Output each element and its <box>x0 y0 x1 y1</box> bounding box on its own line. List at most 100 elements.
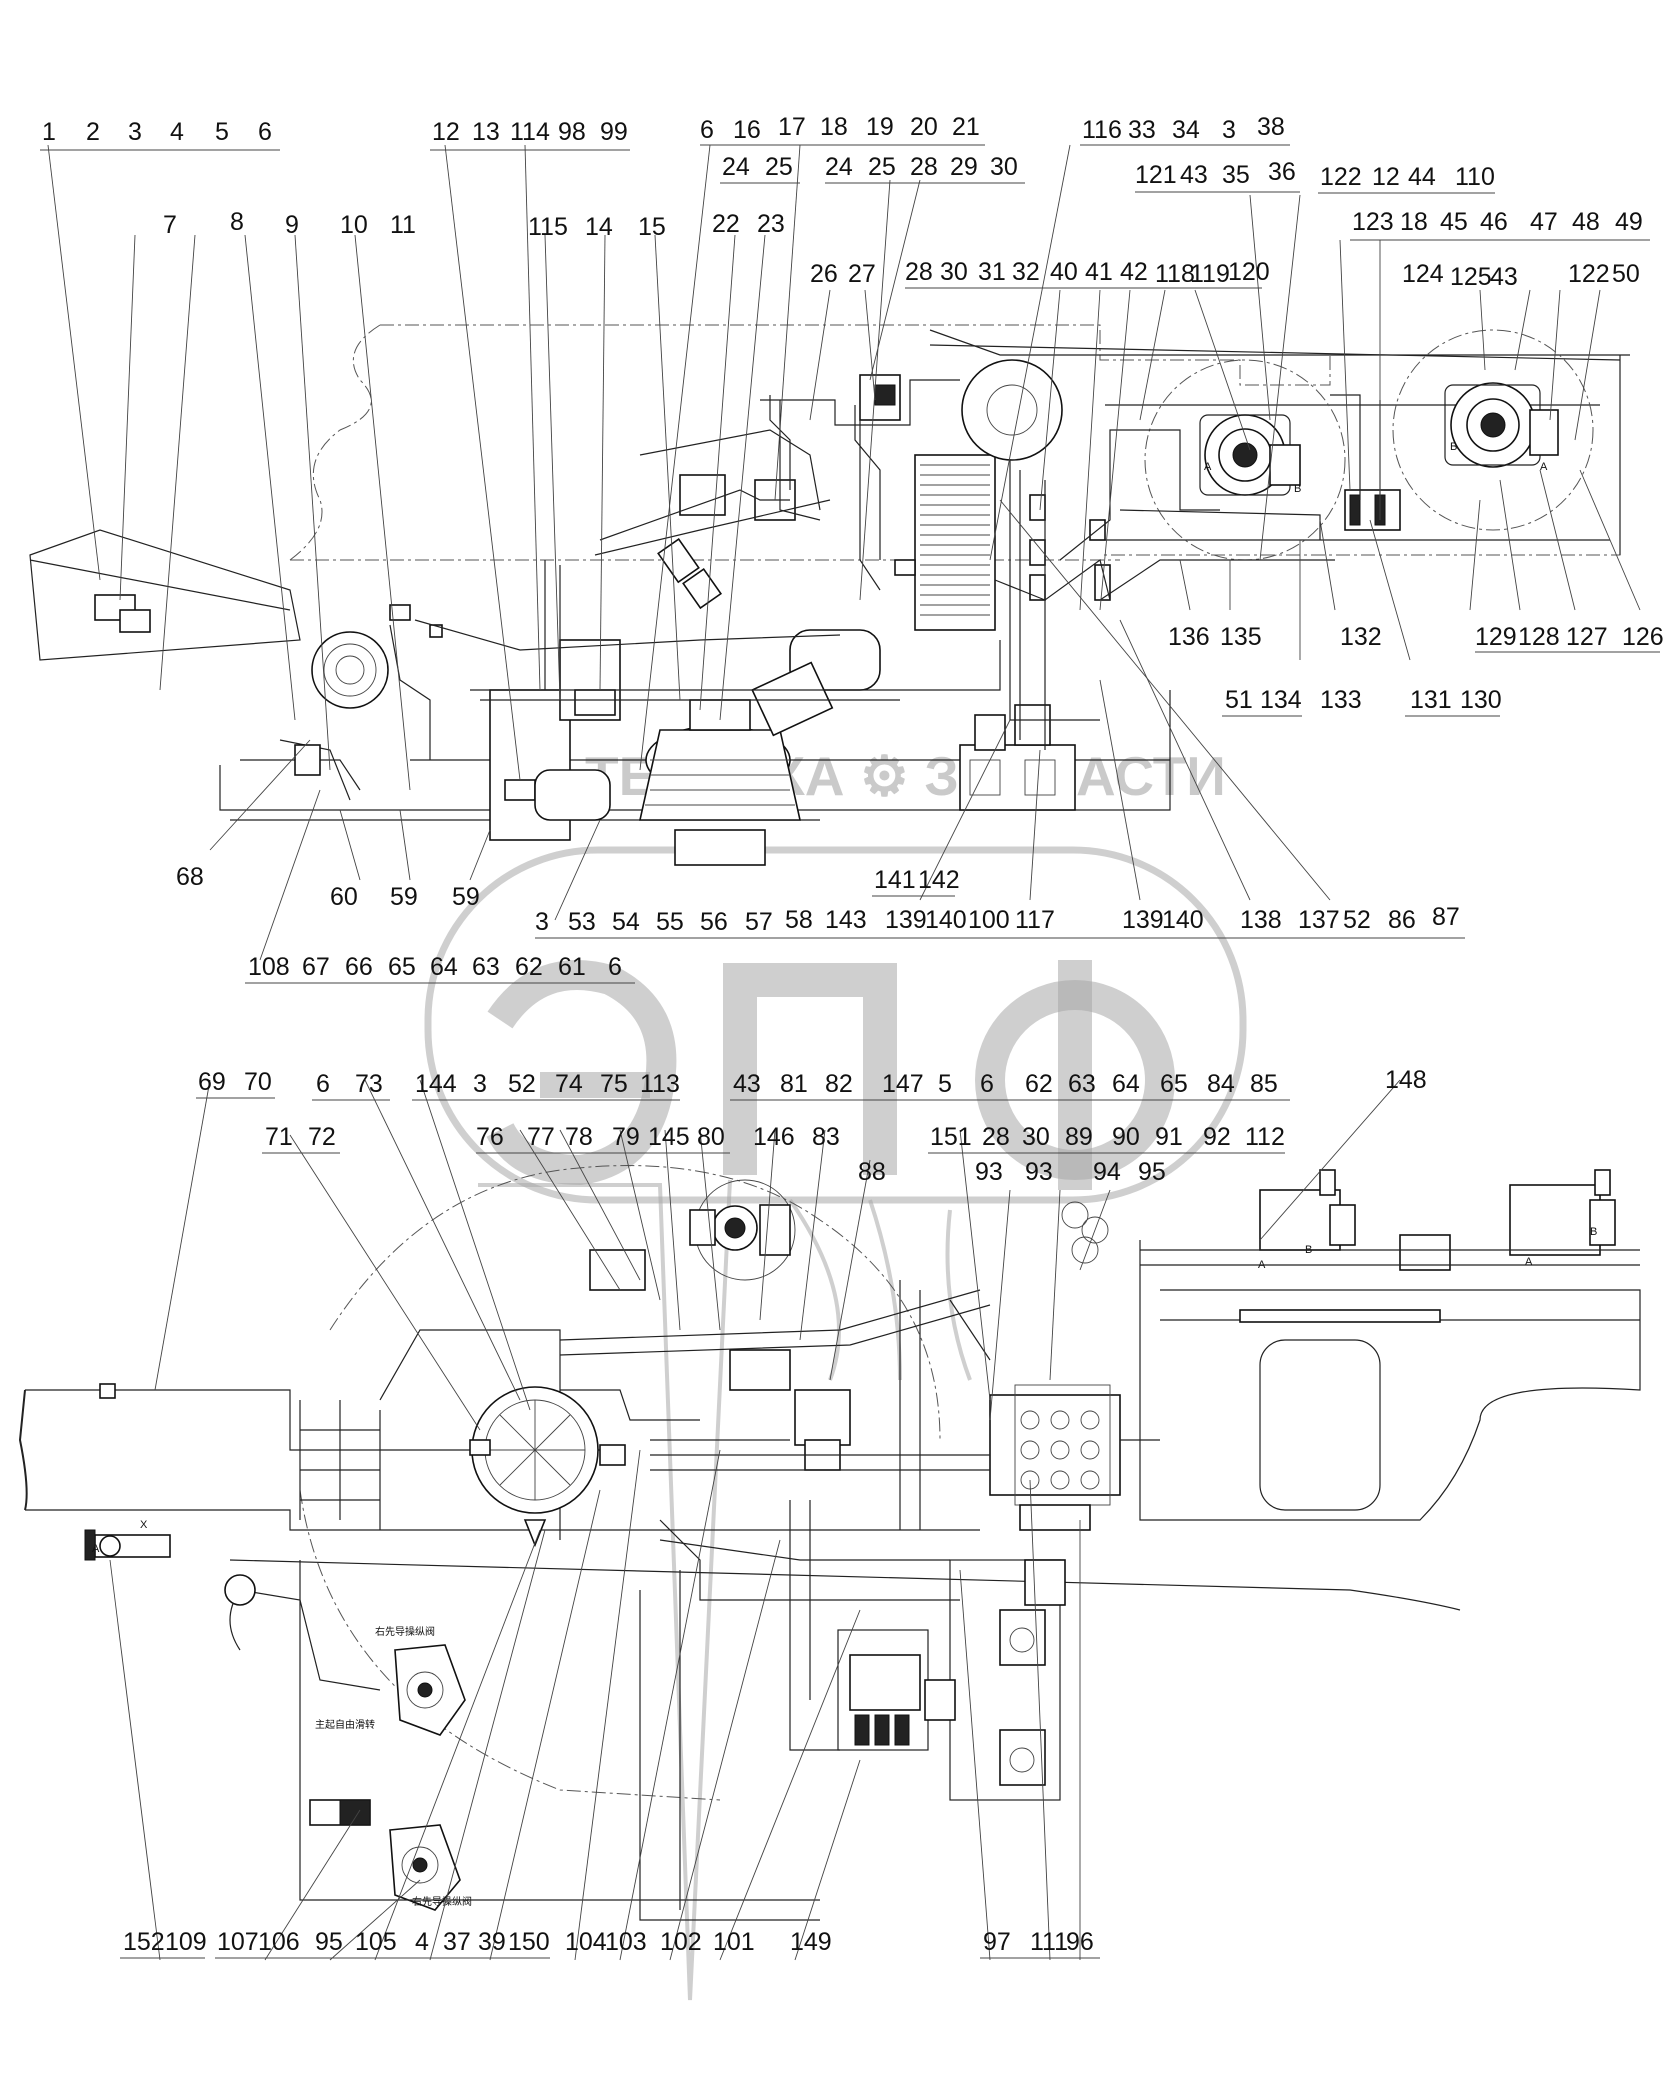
valve-mark: A <box>1525 1256 1533 1268</box>
part-number: 131 <box>1410 686 1452 714</box>
part-number: 11 <box>390 211 416 239</box>
bottom-view-labels: 69 70 6 73 144 3 52 74 75 113 43 81 82 1… <box>120 1066 1427 1959</box>
part-number: 34 <box>1172 116 1200 144</box>
part-number: 87 <box>1432 903 1460 931</box>
part-number: 7 <box>163 211 177 239</box>
part-number: 151 <box>930 1123 972 1151</box>
part-number: 48 <box>1572 208 1600 236</box>
part-number: 68 <box>176 863 204 891</box>
part-number: 133 <box>1320 686 1362 714</box>
part-number: 135 <box>1220 623 1262 651</box>
part-number: 28 <box>982 1123 1010 1151</box>
part-number: 140 <box>1162 906 1204 934</box>
part-number: 47 <box>1530 208 1558 236</box>
part-number: 70 <box>244 1068 272 1096</box>
part-number: 33 <box>1128 116 1156 144</box>
part-number: 101 <box>713 1928 755 1956</box>
part-number: 12 <box>432 118 460 146</box>
wheat-ear-ornament <box>788 1198 972 1381</box>
part-number: 28 <box>905 258 933 286</box>
part-number: 31 <box>978 258 1006 286</box>
part-number: 24 <box>825 153 853 181</box>
part-number: 58 <box>785 906 813 934</box>
top-view-drawing: A B B A <box>29 324 1630 866</box>
part-number: 152 <box>123 1928 165 1956</box>
part-number: 81 <box>780 1070 808 1098</box>
part-number: 110 <box>1455 163 1495 191</box>
part-number: 39 <box>478 1928 506 1956</box>
part-number: 91 <box>1155 1123 1183 1151</box>
part-number: 60 <box>330 883 358 911</box>
part-number: 35 <box>1222 161 1250 189</box>
part-number: 97 <box>983 1928 1011 1956</box>
chinese-note-right-pilot-valve: 右先导操纵阀 <box>375 1625 435 1638</box>
part-number: 128 <box>1518 623 1560 651</box>
slewing-ring <box>469 1386 626 1548</box>
part-number: 103 <box>605 1928 647 1956</box>
pilot-valve-group <box>837 1629 956 1751</box>
top-view-labels: 1 2 3 4 5 6 12 13 114 98 99 6 16 17 18 1… <box>40 113 1664 984</box>
part-number: 66 <box>345 953 373 981</box>
aux-winch: B A <box>1392 329 1594 531</box>
part-number: 137 <box>1298 906 1340 934</box>
part-number: 93 <box>975 1158 1003 1186</box>
part-number: 107 <box>217 1928 259 1956</box>
part-number: 104 <box>565 1928 607 1956</box>
part-number: 3 <box>1222 116 1236 144</box>
part-number: 122 <box>1320 163 1362 191</box>
part-number: 115 <box>528 213 568 241</box>
part-number: 15 <box>638 213 666 241</box>
part-number: 45 <box>1440 208 1468 236</box>
part-number: 114 <box>510 118 550 146</box>
part-number: 92 <box>1203 1123 1231 1151</box>
part-number: 41 <box>1085 258 1113 286</box>
part-number: 88 <box>858 1158 886 1186</box>
part-number: 76 <box>476 1123 504 1151</box>
part-number: 139 <box>1122 906 1164 934</box>
part-number: 28 <box>910 153 938 181</box>
part-number: 20 <box>910 113 938 141</box>
part-number: 25 <box>868 153 896 181</box>
part-number: 73 <box>355 1070 383 1098</box>
part-number: 69 <box>198 1068 226 1096</box>
part-number: 54 <box>612 908 640 936</box>
part-number: 82 <box>825 1070 853 1098</box>
part-number: 143 <box>825 906 867 934</box>
part-number: 26 <box>810 260 838 288</box>
part-number: 59 <box>452 883 480 911</box>
part-number: 12 <box>1372 163 1400 191</box>
valve-mark: A <box>92 1543 100 1555</box>
part-number: 100 <box>968 906 1010 934</box>
part-number: 116 <box>1082 116 1122 144</box>
valve-mark: B <box>1450 441 1457 453</box>
chinese-note-left-pilot-valve: 右先导操纵阀 <box>412 1895 472 1908</box>
part-number: 93 <box>1025 1158 1053 1186</box>
part-number: 6 <box>700 116 714 144</box>
part-number: 6 <box>608 953 622 981</box>
part-number: 8 <box>230 208 244 236</box>
part-number: 38 <box>1257 113 1285 141</box>
part-number: 78 <box>565 1123 593 1151</box>
part-number: 46 <box>1480 208 1508 236</box>
part-number: 53 <box>568 908 596 936</box>
part-number: 36 <box>1268 158 1296 186</box>
part-number: 14 <box>585 213 613 241</box>
part-number: 146 <box>753 1123 795 1151</box>
part-number: 10 <box>340 211 368 239</box>
part-number: 108 <box>248 953 290 981</box>
part-number: 95 <box>315 1928 343 1956</box>
part-number: 30 <box>940 258 968 286</box>
part-number: 23 <box>757 210 785 238</box>
part-number: 71 <box>265 1123 293 1151</box>
part-number: 144 <box>415 1070 457 1098</box>
part-number: 136 <box>1168 623 1210 651</box>
part-number: 37 <box>443 1928 471 1956</box>
part-number: 98 <box>558 118 586 146</box>
part-number: 95 <box>1138 1158 1166 1186</box>
part-number: 89 <box>1065 1123 1093 1151</box>
part-number: 96 <box>1066 1928 1094 1956</box>
turntable <box>639 699 801 866</box>
part-number: 40 <box>1050 258 1078 286</box>
part-number: 44 <box>1408 163 1436 191</box>
part-number: 86 <box>1388 906 1416 934</box>
